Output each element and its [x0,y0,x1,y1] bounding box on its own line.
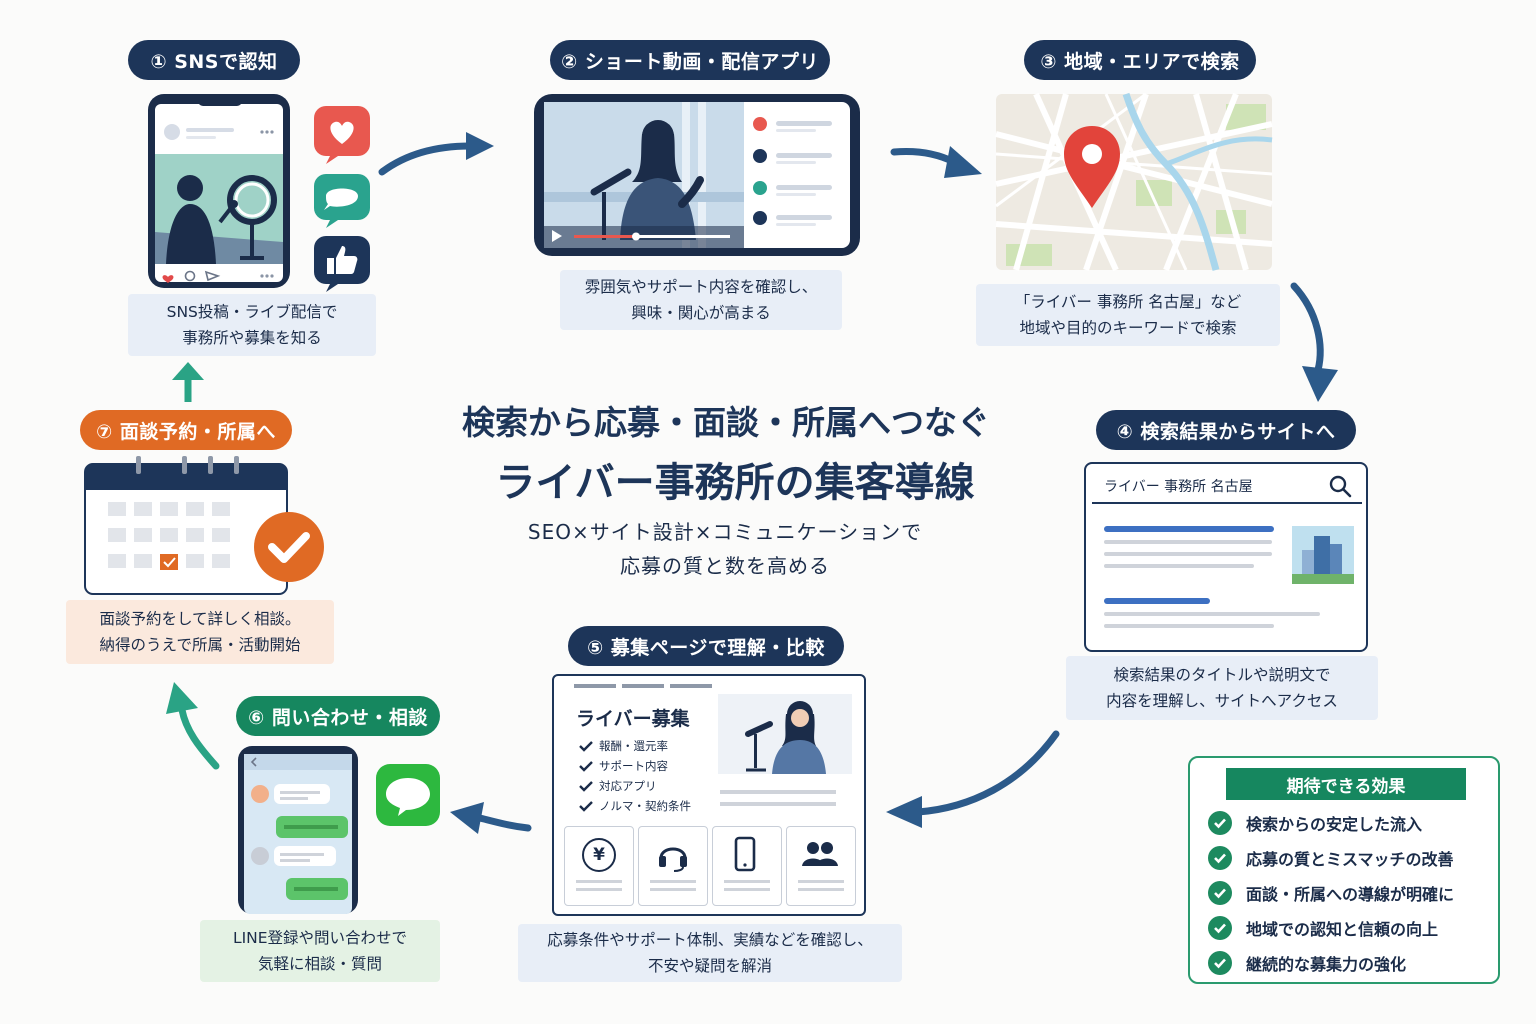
feature-card-app[interactable] [712,826,782,906]
benefit-item-5: 継続的な募集力の強化 [1208,948,1406,978]
job-item-4: ノルマ・契約条件 [578,798,691,814]
job-item-3-text: 対応アプリ [599,779,657,793]
like-reaction-icon [314,236,370,292]
job-item-1: 報酬・還元率 [578,738,668,754]
step-7-caption-line2: 納得のうえで所属・活動開始 [99,636,301,654]
step-3-caption-line2: 地域や目的のキーワードで検索 [1019,319,1237,337]
headset-icon [659,847,687,872]
step-5-caption: 応募条件やサポート体制、実績などを確認し、 不安や疑問を解消 [518,924,902,982]
arrow-5-to-6 [450,802,532,834]
arrow-1-to-2 [378,132,494,176]
benefit-text: 継続的な募集力の強化 [1246,955,1407,974]
job-item-4-text: ノルマ・契約条件 [599,799,691,813]
arrow-6-to-7 [166,682,220,770]
step-2-caption: 雰囲気やサポート内容を確認し、 興味・関心が高まる [560,270,842,330]
heart-reaction-icon [314,106,370,164]
step-4-caption-line1: 検索結果のタイトルや説明文で [1113,666,1331,684]
check-icon [579,781,593,792]
search-bar[interactable] [1092,468,1362,504]
job-item-3: 対応アプリ [578,778,657,794]
job-page-nav-lines [574,684,712,688]
check-circle-icon [1208,951,1232,975]
arrow-3-to-4 [1290,282,1338,402]
check-circle-icon [1208,881,1232,905]
benefits-box: 期待できる効果 検索からの安定した流入 応募の質とミスマッチの改善 面談・所属へ… [1188,756,1500,984]
smartphone-icon [734,836,756,872]
feature-card-support[interactable] [638,826,708,906]
search-result-lines [1104,526,1320,628]
benefit-text: 地域での認知と信頼の向上 [1246,920,1439,939]
check-icon [579,761,593,772]
step-7-caption: 面談予約をして詳しく相談。 納得のうえで所属・活動開始 [66,600,334,664]
step-4-caption: 検索結果のタイトルや説明文で 内容を理解し、サイトへアクセス [1066,656,1378,720]
step-5-caption-line2: 不安や疑問を解消 [647,957,772,975]
job-item-2-text: サポート内容 [599,759,668,773]
step-4-caption-line2: 内容を理解し、サイトへアクセス [1106,692,1338,710]
step-7-caption-line1: 面談予約をして詳しく相談。 [99,610,301,628]
map-illustration [995,92,1273,272]
sns-phone-illustration [148,94,290,288]
job-item-2: サポート内容 [578,758,668,774]
benefit-text: 面談・所属への導線が明確に [1246,885,1455,904]
main-title-line2: ライバー事務所の集客導線 [495,460,975,506]
benefit-item-2: 応募の質とミスマッチの改善 [1208,843,1454,873]
step-1-caption-line2: 事務所や募集を知る [182,329,322,347]
video-app-illustration [534,94,860,256]
search-icon[interactable] [1328,474,1352,498]
main-title-line1: 検索から応募・面談・所属へつなぐ [462,403,990,442]
check-circle-icon [1208,846,1232,870]
check-icon [579,741,593,752]
step-3-label: ③ 地域・エリアで検索 [1024,40,1256,80]
benefit-item-4: 地域での認知と信頼の向上 [1208,913,1438,943]
arrow-4-to-5 [886,730,1060,828]
benefit-item-3: 面談・所属への導線が明確に [1208,878,1454,908]
feature-card-lines [576,880,844,891]
search-query-text: ライバー 事務所 名古屋 [1104,479,1253,495]
chat-reaction-icon [314,174,370,228]
check-circle-icon [1208,916,1232,940]
subtitle-line2: 応募の質と数を高める [620,554,830,578]
step-2-label: ② ショート動画・配信アプリ [550,40,830,80]
job-feature-cards [564,826,856,906]
arrow-7-to-1 [172,362,204,402]
step-3-caption: 「ライバー 事務所 名古屋」など 地域や目的のキーワードで検索 [976,284,1280,346]
benefit-text: 応募の質とミスマッチの改善 [1246,850,1454,869]
feature-card-reward[interactable] [564,826,634,906]
benefit-item-1: 検索からの安定した流入 [1208,808,1422,838]
step-1-caption: SNS投稿・ライブ配信で 事務所や募集を知る [128,294,376,356]
building-thumbnail-icon [1292,526,1354,584]
users-icon [802,842,838,866]
job-item-1-text: 報酬・還元率 [599,739,668,753]
line-app-icon [376,764,440,826]
feature-card-team[interactable] [786,826,856,906]
job-title: ライバー募集 [576,708,690,730]
step-6-caption: LINE登録や問い合わせで 気軽に相談・質問 [200,920,440,982]
step-6-label: ⑥ 問い合わせ・相談 [236,696,440,736]
check-badge-icon [254,512,324,582]
calendar-illustration [84,456,288,595]
benefits-title: 期待できる効果 [1226,768,1466,800]
step-6-caption-line2: 気軽に相談・質問 [257,955,382,973]
step-3-caption-line1: 「ライバー 事務所 名古屋」など [1014,293,1242,311]
benefit-text: 検索からの安定した流入 [1246,815,1423,834]
job-page-desc-lines [720,790,836,806]
step-2-caption-line2: 興味・関心が高まる [631,304,771,322]
step-4-label: ④ 検索結果からサイトへ [1096,410,1356,450]
step-6-caption-line1: LINE登録や問い合わせで [232,929,408,947]
step-2-caption-line1: 雰囲気やサポート内容を確認し、 [584,278,818,296]
step-5-label: ⑤ 募集ページで理解・比較 [568,626,844,666]
step-5-caption-line1: 応募条件やサポート体制、実績などを確認し、 [547,931,873,949]
step-1-caption-line1: SNS投稿・ライブ配信で [166,303,338,321]
yen-icon: ¥ [582,838,616,872]
subtitle-line1: SEO×サイト設計×コミュニケーションで [527,520,923,544]
singer-photo [718,694,852,774]
yen-symbol: ¥ [593,845,605,865]
arrow-2-to-3 [890,146,982,178]
check-icon [579,801,593,812]
step-1-label: ① SNSで認知 [128,40,300,80]
step-7-label: ⑦ 面談予約・所属へ [80,410,292,450]
chat-phone-illustration [238,746,358,914]
check-circle-icon [1208,811,1232,835]
